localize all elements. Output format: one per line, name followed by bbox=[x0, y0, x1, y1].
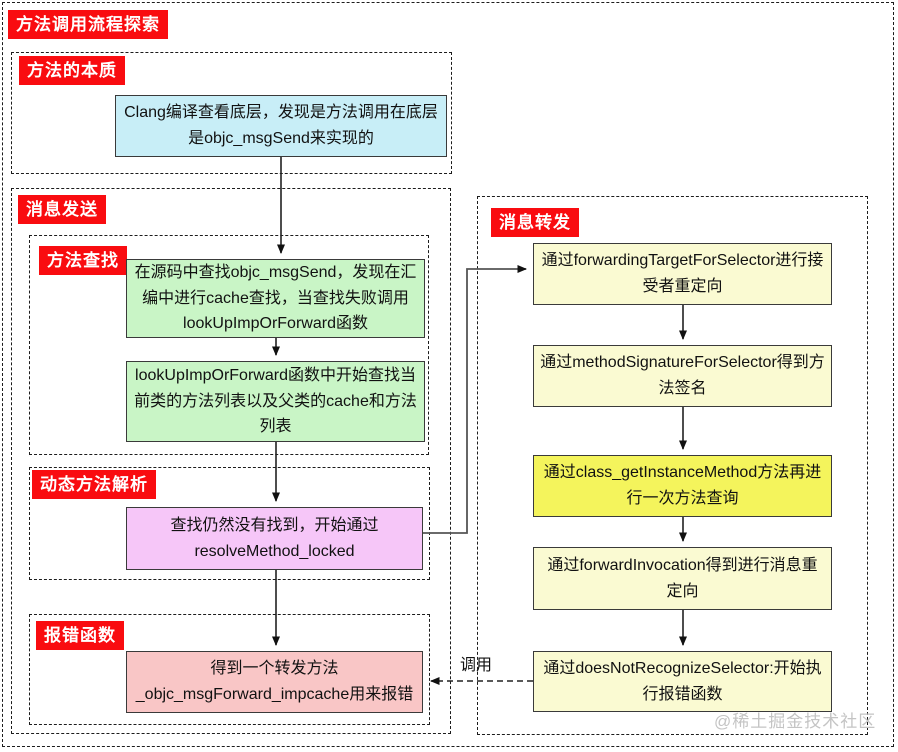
node-msgforward-impcache: 得到一个转发方法_objc_msgForward_impcache用来报错 bbox=[126, 651, 423, 713]
node-source-cache-lookup: 在源码中查找objc_msgSend，发现在汇编中进行cache查找，当查找失败… bbox=[126, 259, 425, 338]
node-lookupimp-search-text: lookUpImpOrForward函数中开始查找当前类的方法列表以及父类的ca… bbox=[134, 366, 417, 436]
node-msgforward-impcache-text: 得到一个转发方法_objc_msgForward_impcache用来报错 bbox=[135, 660, 414, 703]
node-doesnotrecognize-text: 通过doesNotRecognizeSelector:开始执行报错函数 bbox=[543, 659, 822, 703]
subsection-dynamic-resolution-badge: 动态方法解析 bbox=[32, 470, 156, 499]
diagram-title: 方法调用流程探索 bbox=[16, 15, 160, 34]
node-forwarding-target: 通过forwardingTargetForSelector进行接受者重定向 bbox=[533, 243, 832, 305]
watermark-label: @稀土掘金技术社区 bbox=[714, 712, 877, 731]
section-message-send-label: 消息发送 bbox=[26, 200, 98, 219]
node-clang-msgsend-text: Clang编译查看底层，发现是方法调用在底层是objc_msgSend来实现的 bbox=[124, 104, 438, 147]
subsection-dynamic-resolution-label: 动态方法解析 bbox=[40, 475, 148, 494]
node-getinstancemethod-text: 通过class_getInstanceMethod方法再进行一次方法查询 bbox=[543, 464, 822, 507]
node-source-cache-lookup-text: 在源码中查找objc_msgSend，发现在汇编中进行cache查找，当查找失败… bbox=[134, 263, 417, 333]
subsection-error-function bbox=[29, 614, 430, 725]
node-getinstancemethod: 通过class_getInstanceMethod方法再进行一次方法查询 bbox=[533, 455, 832, 517]
node-forwarding-target-text: 通过forwardingTargetForSelector进行接受者重定向 bbox=[541, 252, 824, 295]
node-doesnotrecognize: 通过doesNotRecognizeSelector:开始执行报错函数 bbox=[533, 651, 832, 712]
node-method-signature: 通过methodSignatureForSelector得到方法签名 bbox=[533, 345, 832, 407]
node-forward-invocation: 通过forwardInvocation得到进行消息重定向 bbox=[533, 547, 832, 610]
node-forward-invocation-text: 通过forwardInvocation得到进行消息重定向 bbox=[547, 556, 818, 600]
section-message-forward-badge: 消息转发 bbox=[491, 208, 579, 237]
watermark-text: @稀土掘金技术社区 bbox=[714, 707, 876, 732]
section-message-send-badge: 消息发送 bbox=[18, 195, 106, 224]
edge-label-call-text: 调用 bbox=[460, 657, 493, 674]
subsection-method-lookup-label: 方法查找 bbox=[47, 251, 119, 270]
section-method-essence-label: 方法的本质 bbox=[27, 61, 117, 80]
diagram-title-badge: 方法调用流程探索 bbox=[8, 10, 168, 39]
edge-label-call: 调用 bbox=[460, 651, 492, 675]
node-clang-msgsend: Clang编译查看底层，发现是方法调用在底层是objc_msgSend来实现的 bbox=[115, 95, 447, 157]
section-message-forward-label: 消息转发 bbox=[499, 213, 571, 232]
subsection-error-function-label: 报错函数 bbox=[44, 626, 116, 645]
subsection-method-lookup-badge: 方法查找 bbox=[39, 246, 127, 275]
subsection-error-function-badge: 报错函数 bbox=[36, 621, 124, 650]
node-resolvemethod-locked-text: 查找仍然没有找到，开始通过resolveMethod_locked bbox=[170, 516, 379, 560]
node-lookupimp-search: lookUpImpOrForward函数中开始查找当前类的方法列表以及父类的ca… bbox=[126, 361, 425, 442]
section-method-essence bbox=[11, 52, 452, 174]
node-method-signature-text: 通过methodSignatureForSelector得到方法签名 bbox=[540, 354, 825, 397]
node-resolvemethod-locked: 查找仍然没有找到，开始通过resolveMethod_locked bbox=[126, 507, 423, 570]
section-method-essence-badge: 方法的本质 bbox=[19, 56, 125, 85]
